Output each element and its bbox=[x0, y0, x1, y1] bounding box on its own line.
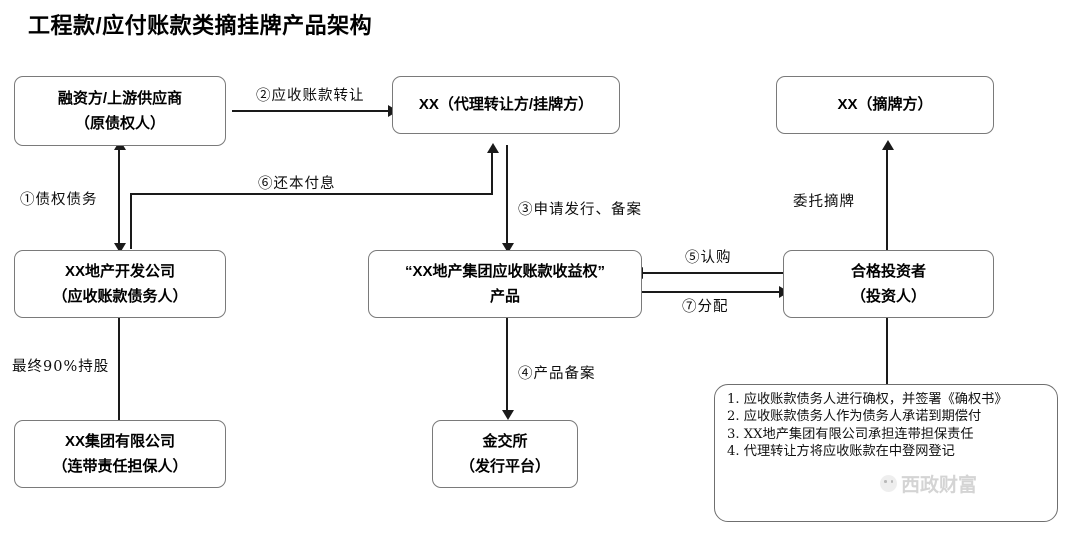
edge-investor-notes-line bbox=[886, 317, 888, 385]
edge-label-5: ⑤认购 bbox=[685, 250, 732, 266]
node-developer-line2: （应收账款债务人） bbox=[52, 287, 188, 305]
edge-7-line bbox=[642, 291, 783, 293]
node-developer-line1: XX地产开发公司 bbox=[64, 262, 175, 280]
edge-holding-line bbox=[118, 317, 120, 421]
node-taker[interactable]: XX（摘牌方） bbox=[776, 76, 994, 134]
edge-label-3: ③申请发行、备案 bbox=[518, 202, 642, 218]
note-item-4: 4. 代理转让方将应收账款在中登网登记 bbox=[727, 444, 955, 460]
node-taker-line1: XX（摘牌方） bbox=[837, 96, 933, 114]
edge-label-6: ⑥还本付息 bbox=[258, 176, 336, 192]
edge-4-line bbox=[506, 317, 508, 416]
edge-3-line bbox=[506, 145, 508, 250]
edge-entrust-line bbox=[886, 145, 888, 250]
edge-label-1: ①债权债务 bbox=[20, 192, 98, 208]
note-item-1: 1. 应收账款债务人进行确权，并签署《确权书》 bbox=[727, 392, 1008, 407]
edge-1-line bbox=[118, 145, 120, 249]
node-agent[interactable]: XX（代理转让方/挂牌方） bbox=[392, 76, 620, 134]
node-investor-line1: 合格投资者 bbox=[850, 262, 926, 280]
edge-6-vertical-right bbox=[491, 150, 493, 194]
edge-label-7: ⑦分配 bbox=[682, 299, 729, 315]
note-item-2: 2. 应收账款债务人作为债务人承诺到期偿付 bbox=[727, 409, 982, 425]
page-title: 工程款/应付账款类摘挂牌产品架构 bbox=[28, 13, 373, 38]
edge-3-arrowhead bbox=[501, 243, 514, 253]
node-product[interactable]: “XX地产集团应收账款收益权” 产品 bbox=[368, 250, 642, 318]
edge-5-line bbox=[642, 272, 783, 274]
node-financier-line2: （原债权人） bbox=[74, 114, 165, 132]
edge-6-horizontal bbox=[130, 193, 493, 195]
node-exchange[interactable]: 金交所 （发行平台） bbox=[432, 420, 578, 488]
node-financier[interactable]: 融资方/上游供应商 （原债权人） bbox=[14, 76, 226, 146]
node-exchange-line2: （发行平台） bbox=[459, 457, 550, 475]
note-item-3: 3. XX地产集团有限公司承担连带担保责任 bbox=[727, 426, 974, 442]
node-group[interactable]: XX集团有限公司 （连带责任担保人） bbox=[14, 420, 226, 488]
edge-label-2: ②应收账款转让 bbox=[256, 88, 365, 104]
edge-4-arrowhead bbox=[501, 410, 514, 420]
edge-6-vertical-left bbox=[130, 193, 132, 249]
node-developer[interactable]: XX地产开发公司 （应收账款债务人） bbox=[14, 250, 226, 318]
node-investor[interactable]: 合格投资者 （投资人） bbox=[783, 250, 994, 318]
node-agent-line1: XX（代理转让方/挂牌方） bbox=[418, 96, 594, 114]
node-investor-line2: （投资人） bbox=[850, 287, 926, 305]
edge-entrust-arrowhead bbox=[881, 140, 894, 150]
node-financier-line1: 融资方/上游供应商 bbox=[57, 89, 183, 107]
node-exchange-line1: 金交所 bbox=[482, 432, 528, 450]
edge-label-entrust: 委托摘牌 bbox=[793, 194, 855, 210]
node-group-line1: XX集团有限公司 bbox=[64, 432, 175, 450]
node-product-line1: “XX地产集团应收账款收益权” bbox=[404, 262, 605, 280]
edge-1-arrowhead-down bbox=[113, 243, 126, 253]
node-product-line2: 产品 bbox=[489, 287, 520, 305]
edge-6-arrowhead bbox=[486, 143, 499, 153]
notes-box: 1. 应收账款债务人进行确权，并签署《确权书》 2. 应收账款债务人作为债务人承… bbox=[714, 384, 1058, 522]
edge-label-4: ④产品备案 bbox=[518, 366, 596, 382]
edge-label-holding: 最终90%持股 bbox=[12, 359, 110, 375]
edge-2-line bbox=[232, 110, 390, 112]
node-group-line2: （连带责任担保人） bbox=[52, 457, 188, 475]
